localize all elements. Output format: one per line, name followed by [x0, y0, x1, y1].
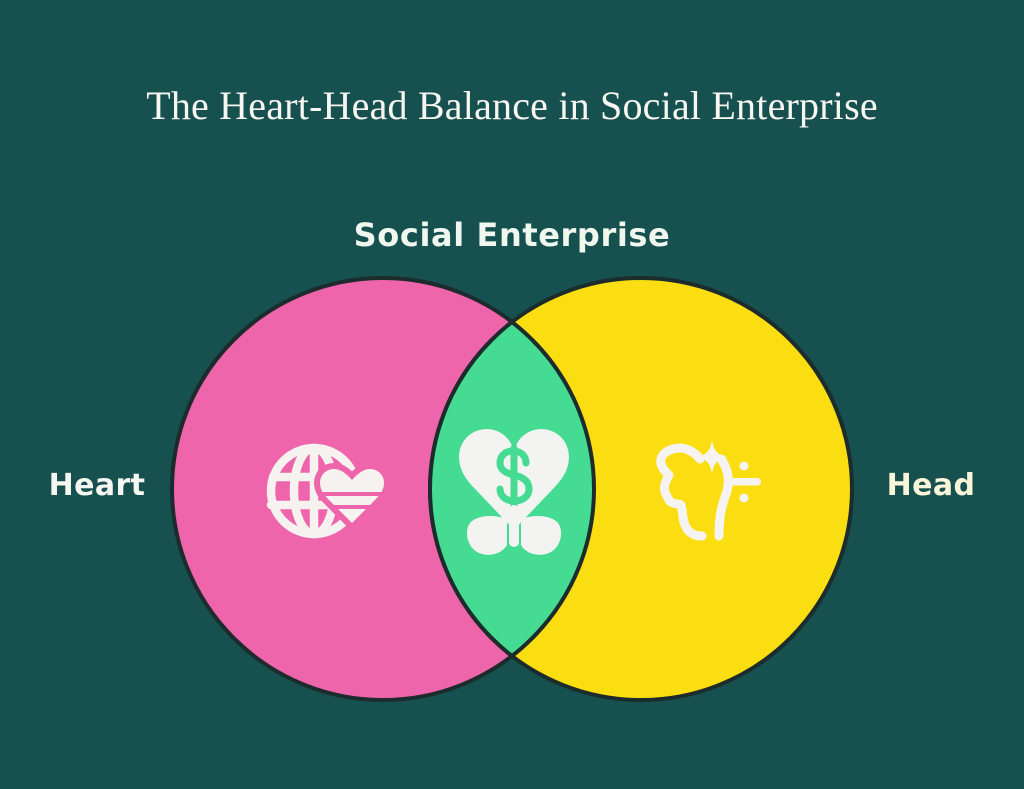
page-title: The Heart-Head Balance in Social Enterpr…: [146, 83, 878, 128]
intersection-label: Social Enterprise: [353, 216, 671, 254]
divide-icon: [727, 461, 761, 503]
head-math-icon: [656, 443, 733, 541]
venn-label-heart: Heart: [48, 468, 146, 503]
venn-intersection-region[interactable]: [430, 278, 852, 700]
plus-icon: [696, 440, 728, 474]
money-heart-plant-icon: [459, 429, 569, 555]
venn-label-head: Head: [886, 468, 976, 503]
globe-heart-icon-heart: [314, 463, 390, 529]
